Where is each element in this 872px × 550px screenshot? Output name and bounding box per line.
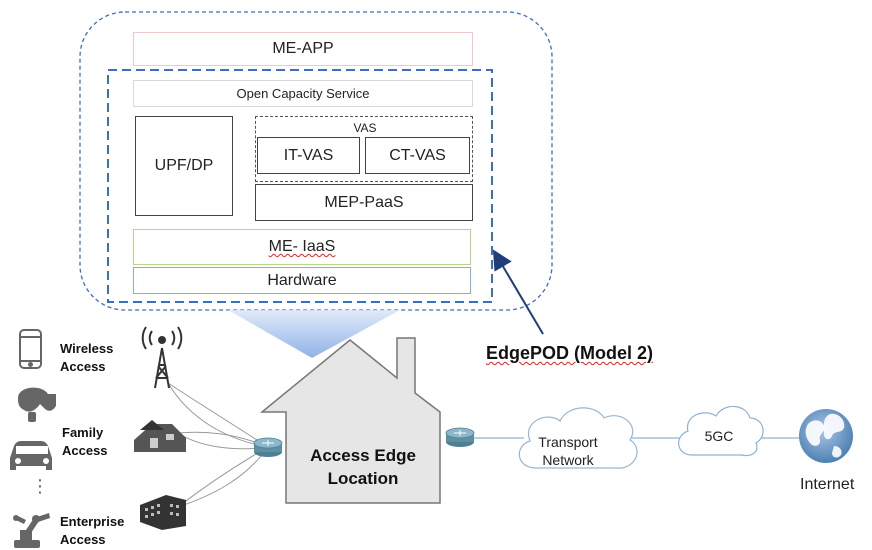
it-vas-label: IT-VAS — [283, 146, 334, 164]
vas-group — [255, 116, 473, 182]
wireless-line-1: Wireless — [60, 341, 114, 356]
enterprise-line-2: Access — [60, 532, 106, 547]
house-shape — [259, 337, 441, 504]
vr-headset-icon — [18, 387, 56, 422]
cell-tower-icon — [141, 326, 183, 389]
projection-beam — [228, 310, 400, 358]
me-app-box: ME-APP — [133, 32, 473, 66]
me-iaas-box: ME- IaaS — [133, 229, 471, 265]
upf-label: UPF/DP — [154, 157, 214, 174]
edgepod-label-text: EdgePOD (Model 2) — [486, 343, 654, 363]
mep-paas-label: MEP-PaaS — [324, 193, 404, 211]
vas-title: VAS — [353, 121, 377, 135]
transport-label: Transport Network — [530, 433, 606, 469]
core-label: 5GC — [704, 428, 734, 444]
wireless-line-2: Access — [60, 359, 106, 374]
it-vas-box: IT-VAS — [257, 137, 360, 174]
mep-paas-box: MEP-PaaS — [255, 184, 473, 221]
hardware-label: Hardware — [267, 271, 337, 289]
open-capacity-box: Open Capacity Service — [133, 80, 473, 107]
enterprise-line-1: Enterprise — [60, 514, 125, 529]
ct-vas-box: CT-VAS — [365, 137, 470, 174]
core-cloud-shape — [678, 405, 764, 457]
family-line-2: Access — [62, 443, 108, 458]
office-building-icon — [140, 495, 186, 530]
cloud-boundary — [79, 11, 553, 311]
wireless-access-label: Wireless Access — [60, 340, 113, 376]
car-icon — [10, 441, 52, 470]
hardware-box: Hardware — [133, 267, 471, 294]
ct-vas-label: CT-VAS — [389, 146, 446, 164]
house-label-line-2: Location — [327, 469, 399, 488]
globe-icon — [799, 409, 853, 463]
edgepod-arrow — [492, 249, 544, 335]
enterprise-access-label: Enterprise Access — [60, 513, 124, 549]
edgepod-label: EdgePOD (Model 2) — [486, 343, 653, 364]
robot-arm-icon — [13, 513, 50, 548]
transport-cloud-shape — [518, 407, 638, 469]
internet-label: Internet — [800, 476, 855, 493]
router-icon-right — [445, 427, 475, 447]
phone-icon — [19, 329, 42, 369]
house-label-line-1: Access Edge — [310, 446, 416, 465]
upf-box: UPF/DP — [135, 116, 233, 216]
house-label: Access Edge Location — [300, 444, 426, 490]
house-icon — [134, 420, 186, 452]
open-capacity-label: Open Capacity Service — [236, 86, 370, 101]
router-icon-left — [253, 437, 283, 457]
transport-line-1: Transport — [538, 434, 598, 450]
transport-line-2: Network — [542, 452, 594, 468]
device-ellipsis: ⋮ — [31, 476, 49, 496]
family-line-1: Family — [62, 425, 104, 440]
me-iaas-label: ME- IaaS — [268, 238, 336, 255]
family-access-label: Family Access — [62, 424, 108, 460]
me-app-label: ME-APP — [272, 40, 334, 57]
